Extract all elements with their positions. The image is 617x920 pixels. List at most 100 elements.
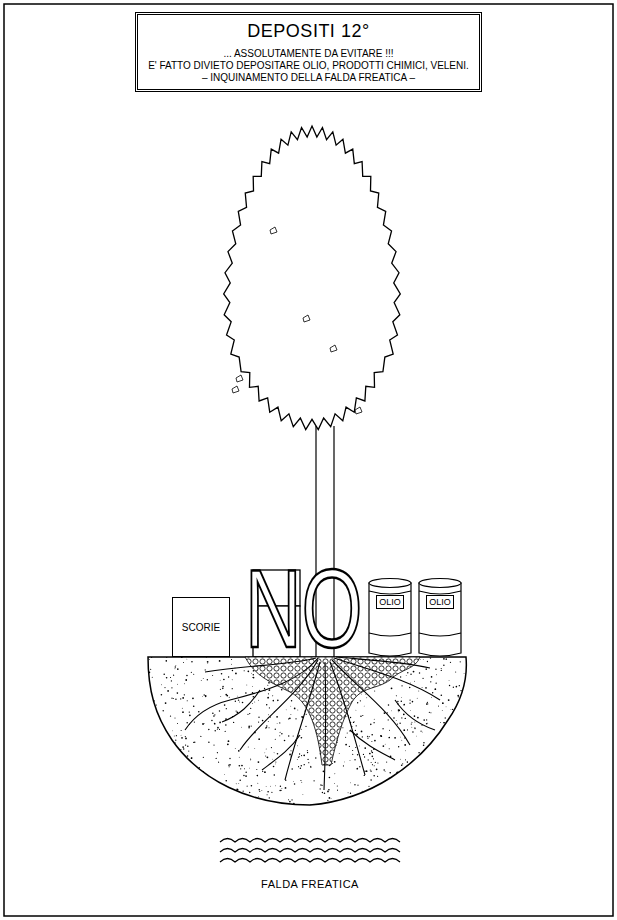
soil-dot: [444, 722, 445, 723]
soil-dot: [401, 685, 402, 686]
soil-dot: [185, 744, 186, 745]
soil-dot: [384, 743, 386, 745]
soil-dot: [190, 776, 191, 777]
soil-dot: [203, 771, 204, 772]
soil-dot: [447, 737, 448, 738]
container-label: SCORIE: [182, 622, 220, 633]
soil-dot: [410, 673, 411, 674]
soil-dot: [456, 737, 457, 738]
soil-dot: [453, 687, 454, 688]
soil-dot: [193, 674, 194, 675]
soil-dot: [466, 751, 467, 752]
soil-dot: [187, 746, 189, 748]
soil-dot: [256, 769, 257, 770]
soil-dot: [405, 759, 406, 760]
soil-dot: [407, 729, 408, 730]
tree-roots: [185, 657, 440, 790]
soil-dot: [188, 770, 189, 771]
soil-dot: [239, 802, 240, 803]
soil-dot: [412, 767, 413, 768]
water-table-label: FALDA FREATICA: [261, 878, 359, 890]
soil-dot: [440, 722, 442, 724]
soil-dot: [355, 747, 356, 748]
soil-dot: [409, 798, 411, 800]
soil-dot: [275, 739, 276, 740]
soil-dot: [274, 763, 276, 765]
soil-dot: [427, 703, 428, 704]
soil-dot: [466, 741, 468, 743]
soil-dot: [281, 788, 283, 790]
soil-dot: [433, 785, 434, 786]
soil-dot: [411, 726, 413, 728]
soil-dot: [205, 669, 206, 670]
soil-dot: [399, 710, 401, 712]
soil-dot: [191, 661, 193, 663]
soil-dot: [245, 775, 247, 777]
soil-dot: [202, 677, 204, 679]
soil-dot: [208, 729, 209, 730]
soil-dot: [167, 690, 169, 692]
soil-dot: [175, 796, 177, 798]
soil-dot: [184, 795, 185, 796]
soil-dot: [185, 736, 186, 737]
soil-dot: [426, 703, 428, 705]
soil-dot: [350, 782, 352, 784]
soil-dot: [174, 717, 176, 719]
soil-dot: [445, 706, 447, 708]
soil-dot: [372, 764, 373, 765]
soil-dot: [203, 722, 205, 724]
soil-dot: [433, 762, 435, 764]
soil-dot: [153, 745, 155, 747]
soil-dot: [267, 721, 269, 723]
soil-dot: [394, 737, 396, 739]
soil-dot: [430, 712, 431, 713]
soil-dot: [449, 721, 451, 723]
soil-dot: [235, 783, 237, 785]
soil-dot: [163, 747, 164, 748]
soil-dot: [429, 712, 430, 713]
soil-dot: [247, 746, 249, 748]
soil-dot: [225, 724, 227, 726]
soil-dot: [186, 675, 188, 677]
soil-dot: [445, 798, 447, 800]
soil-dot: [193, 742, 194, 743]
soil-dot: [397, 701, 398, 702]
soil-dot: [218, 762, 219, 763]
soil-dot: [436, 756, 438, 758]
prohibition-mark: NO: [245, 553, 363, 665]
leaf-mark: [355, 407, 362, 414]
soil-dot: [393, 717, 395, 719]
soil-dot: [371, 795, 373, 797]
soil-dot: [373, 775, 375, 777]
soil-dot: [423, 742, 424, 743]
soil-dot: [280, 785, 281, 786]
soil-dot: [301, 765, 302, 766]
soil-dot: [378, 803, 380, 805]
soil-dot: [252, 702, 254, 704]
soil-dot: [170, 715, 171, 716]
soil-dot: [250, 759, 251, 760]
soil-dot: [407, 672, 408, 673]
soil-dot: [224, 704, 226, 706]
soil-dot: [409, 703, 410, 704]
soil-dot: [159, 773, 161, 775]
soil-dot: [435, 669, 436, 670]
soil-dot: [459, 685, 460, 686]
soil-dot: [182, 777, 183, 778]
soil-dot: [334, 761, 336, 763]
soil-dot: [375, 797, 377, 799]
soil-dot: [405, 750, 407, 752]
soil-dot: [211, 720, 212, 721]
soil-dot: [180, 698, 181, 699]
soil-dot: [294, 783, 295, 784]
soil-dot: [460, 690, 461, 691]
soil-dot: [370, 769, 371, 770]
soil-dot: [372, 799, 374, 801]
soil-dot: [264, 752, 266, 754]
soil-dot: [456, 686, 458, 688]
soil-dot: [329, 797, 331, 799]
soil-dot: [293, 735, 294, 736]
soil-dot: [422, 678, 423, 679]
soil-dot: [165, 702, 167, 704]
